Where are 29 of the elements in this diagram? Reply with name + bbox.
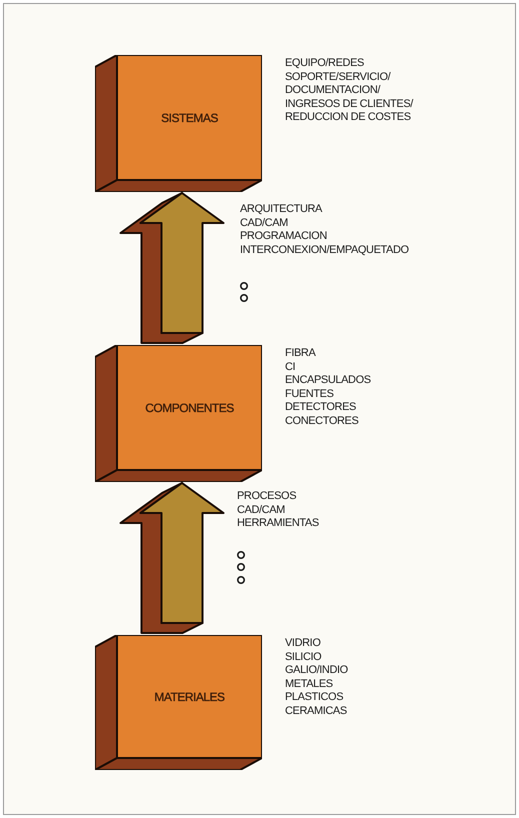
- item-text: SILICIO: [285, 650, 322, 664]
- item-text: PROGRAMACION: [240, 230, 328, 244]
- item-text: GALIO/INDIO: [285, 664, 348, 678]
- item-text: EQUIPO/REDES: [285, 57, 365, 70]
- item-text: SOPORTE/SERVICIO/: [285, 70, 392, 84]
- item-text: REDUCCION DE COSTES: [285, 111, 412, 124]
- block-arrow: [120, 482, 224, 634]
- box-label: SISTEMAS: [161, 110, 218, 126]
- item-text: METALES: [285, 678, 334, 691]
- item-text: CAD/CAM: [237, 504, 286, 517]
- block-arrow: [120, 192, 224, 344]
- box-label: COMPONENTES: [145, 400, 234, 416]
- item-text: CI: [285, 360, 296, 374]
- item-text: INGRESOS DE CLIENTES/: [285, 98, 413, 111]
- item-text: CONECTORES: [285, 414, 360, 428]
- item-text: CERAMICAS: [285, 704, 348, 718]
- item-text: VIDRIO: [285, 637, 322, 650]
- item-text: DOCUMENTACION/: [285, 84, 382, 98]
- item-text: FUENTES: [285, 388, 335, 401]
- item-text: FIBRA: [285, 347, 317, 360]
- item-text: PROCESOS: [237, 490, 298, 504]
- item-text: CAD/CAM: [240, 216, 289, 230]
- box-label: MATERIALES: [154, 688, 225, 706]
- item-text: DETECTORES: [285, 401, 357, 414]
- item-text: INTERCONEXION/EMPAQUETADO: [240, 244, 409, 257]
- item-text: ENCAPSULADOS: [285, 374, 371, 388]
- item-text: HERRAMIENTAS: [237, 517, 319, 530]
- item-text: ARQUITECTURA: [240, 203, 324, 216]
- item-text: PLASTICOS: [285, 691, 344, 704]
